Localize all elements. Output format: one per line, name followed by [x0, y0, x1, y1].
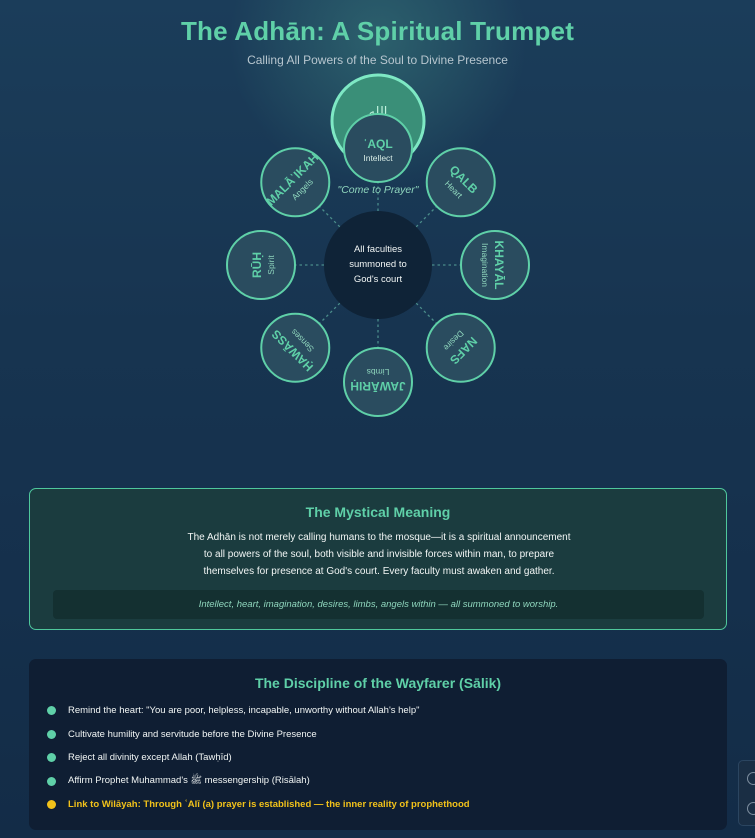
center-line: God's court: [353, 274, 403, 285]
faculty-meaning: Limbs: [367, 367, 390, 377]
list-item-text: Link to Wilāyah: Through ʿAlī (a) prayer…: [68, 799, 470, 811]
list-item: Cultivate humility and servitude before …: [47, 723, 470, 747]
faculty-meaning: Imagination: [480, 243, 490, 287]
faculty-meaning: Spirit: [266, 255, 276, 275]
bullet-icon: [47, 706, 56, 716]
list-item-highlight: Link to Wilāyah: Through ʿAlī (a) prayer…: [47, 793, 470, 817]
faculty-circle: [425, 312, 496, 383]
bullet-icon: [47, 776, 56, 786]
list-item: Reject all divinity except Allah (Tawḥīd…: [47, 746, 470, 770]
list-item-text: Affirm Prophet Muhammad's ﷺ messengershi…: [68, 775, 310, 787]
meaning-line: The Adhān is not merely calling humans t…: [187, 532, 571, 543]
bullet-icon: [47, 800, 56, 810]
page-subtitle: Calling All Powers of the Soul to Divine…: [247, 53, 508, 67]
discipline-title: The Discipline of the Wayfarer (Sālik): [254, 675, 502, 691]
meaning-body: The Adhān is not merely calling humans t…: [150, 529, 608, 580]
zoom-out-icon[interactable]: [747, 802, 755, 815]
faculty-name: RŪḤ: [250, 252, 264, 278]
spoke-line: [415, 205, 438, 228]
spoke-line: [415, 302, 438, 325]
faculty-circle: [460, 230, 530, 300]
faculty-circle: [343, 113, 413, 183]
faculty-circle: [425, 147, 496, 218]
list-item-text: Remind the heart: "You are poor, helples…: [68, 705, 420, 717]
discipline-list: Remind the heart: "You are poor, helples…: [47, 699, 470, 817]
meaning-title: The Mystical Meaning: [305, 504, 451, 520]
faculty-name: JAWĀRIḤ: [350, 379, 405, 393]
meaning-line: to all powers of the soul, both visible …: [203, 549, 555, 560]
list-item: Affirm Prophet Muhammad's ﷺ messengershi…: [47, 770, 470, 794]
center-line: All faculties: [353, 244, 403, 255]
mystical-meaning-card: The Mystical Meaning The Adhān is not me…: [29, 488, 727, 630]
spoke-line: [318, 302, 341, 325]
diagram-spokes: [295, 182, 461, 348]
faculty-circle: [343, 347, 413, 417]
meaning-line: themselves for presence at God's court. …: [203, 566, 555, 577]
faculty-name: ʿAQL: [363, 137, 392, 151]
zoom-in-icon[interactable]: [747, 772, 755, 785]
meaning-quote: Intellect, heart, imagination, desires, …: [198, 599, 559, 610]
faculty-node[interactable]: ʿAQL Intellect: [343, 113, 413, 183]
faculty-name: KHAYĀL: [492, 241, 506, 290]
list-item: Remind the heart: "You are poor, helples…: [47, 699, 470, 723]
faculty-nodes: ʿAQLIntellectQALBHeartKHAYĀLImaginationN…: [226, 113, 530, 417]
faculty-node[interactable]: JAWĀRIḤ Limbs: [343, 347, 413, 417]
center-line: summoned to: [349, 259, 407, 270]
bullet-icon: [47, 729, 56, 739]
faculty-circle: [226, 230, 296, 300]
call-to-prayer-label: "Come to Prayer": [337, 184, 419, 196]
faculties-diagram: الله ʿAQLIntellectQALBHeartKHAYĀLImagina…: [226, 73, 530, 417]
discipline-card: The Discipline of the Wayfarer (Sālik) R…: [29, 659, 727, 830]
center-text: All faculties summoned to God's court: [326, 242, 430, 287]
faculty-circle: [260, 147, 331, 218]
center-circle: [324, 211, 432, 319]
faculty-circle: [260, 312, 331, 383]
spoke-line: [318, 205, 341, 228]
faculty-meaning: Intellect: [363, 153, 393, 163]
bullet-icon: [47, 753, 56, 763]
list-item-text: Cultivate humility and servitude before …: [68, 728, 317, 740]
zoom-controls[interactable]: [738, 760, 755, 826]
page-title: The Adhān: A Spiritual Trumpet: [180, 16, 575, 46]
meaning-quote-box: Intellect, heart, imagination, desires, …: [53, 590, 704, 619]
list-item-text: Reject all divinity except Allah (Tawḥīd…: [68, 752, 232, 764]
